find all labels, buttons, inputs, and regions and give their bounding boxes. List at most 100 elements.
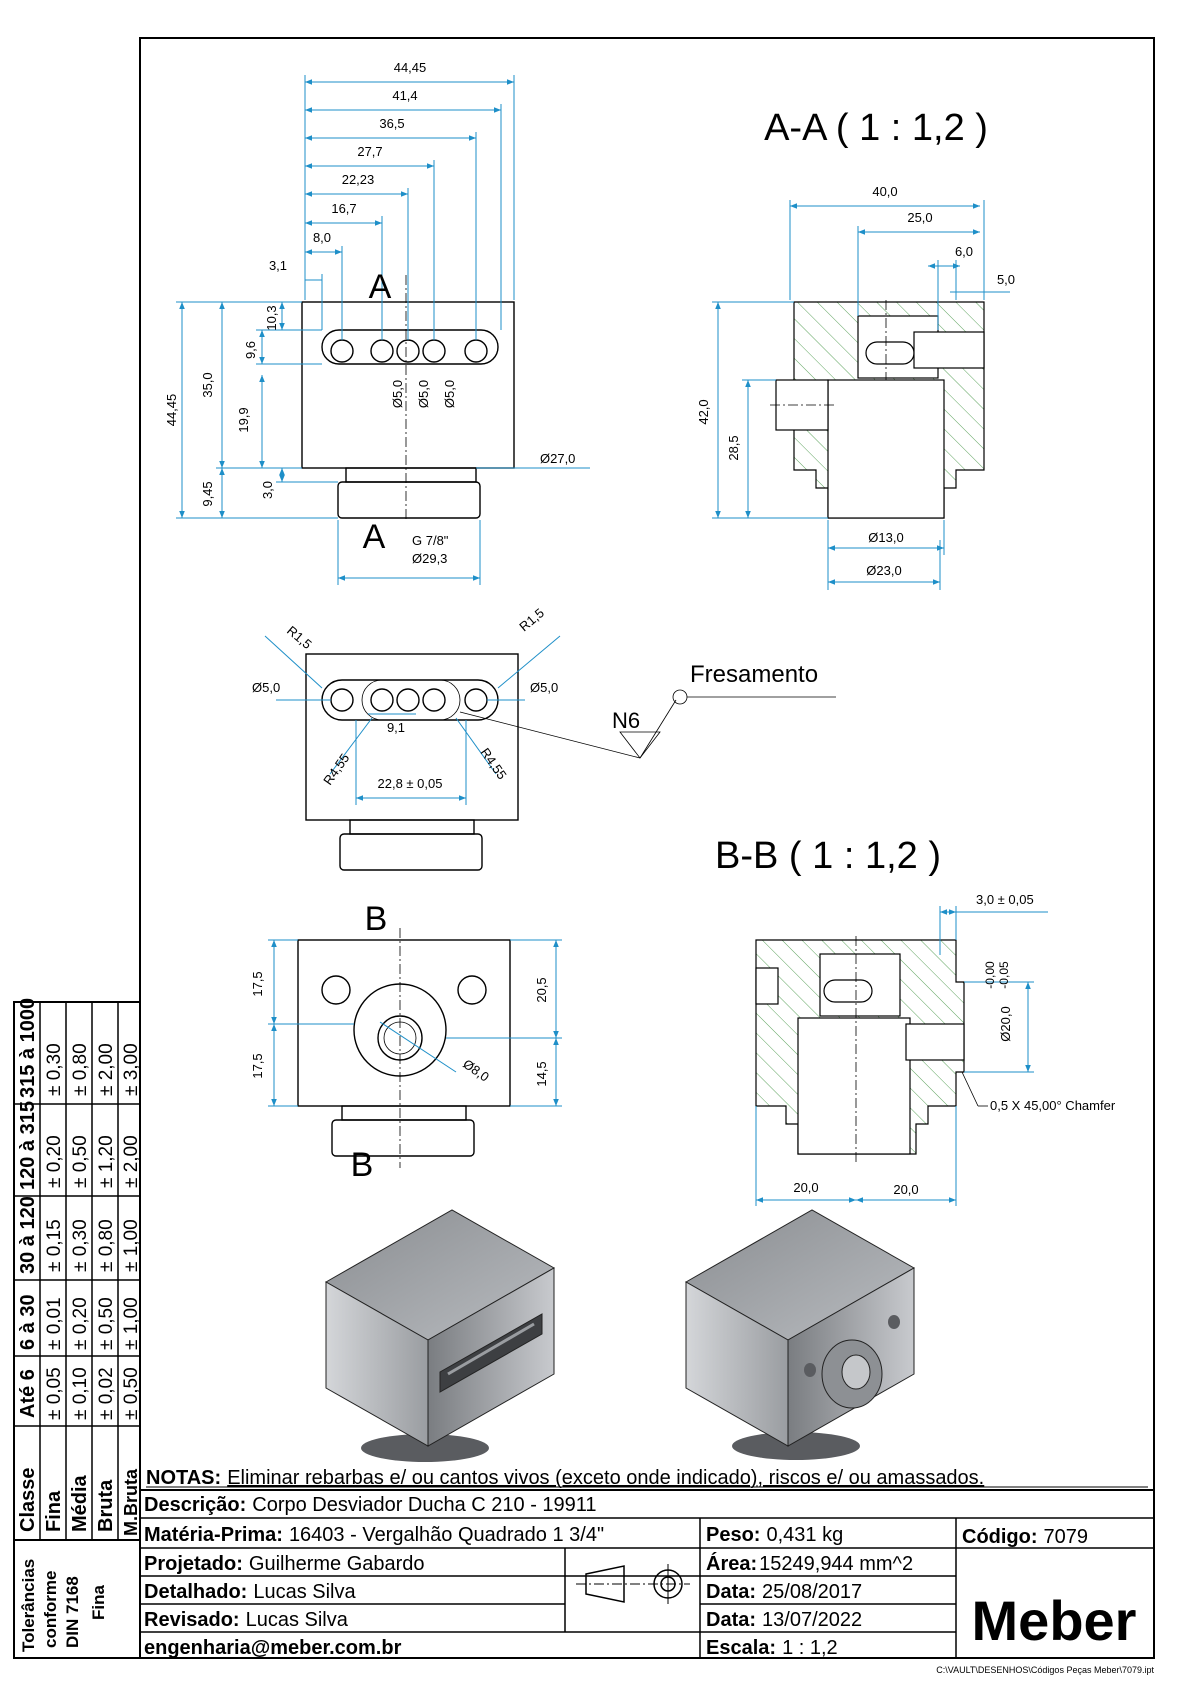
cut-label-a-top: A (369, 268, 392, 306)
tol-val-4-1: ± 0,80 (70, 1043, 91, 1096)
tol-val-3-1: ± 0,50 (70, 1135, 91, 1188)
tol-val-0-1: ± 0,10 (70, 1367, 91, 1420)
svg-text:Projetado:Guilherme Gabardo: Projetado:Guilherme Gabardo (144, 1553, 425, 1575)
tol-val-2-0: ± 0,15 (44, 1219, 65, 1272)
tol-val-2-2: ± 0,80 (96, 1219, 117, 1272)
dim-w7: 8,0 (313, 230, 331, 245)
data2-value: 13/07/2022 (762, 1609, 862, 1631)
svg-text:Detalhado:Lucas Silva: Detalhado:Lucas Silva (144, 1581, 356, 1603)
bv-h2: 17,5 (250, 1053, 265, 1078)
dim-hole3: Ø5,0 (442, 380, 457, 408)
finish-grade: N6 (612, 708, 640, 733)
dim-hole2: Ø5,0 (416, 380, 431, 408)
tol-side-4: Fina (89, 1585, 108, 1620)
tol-val-3-2: ± 1,20 (96, 1135, 117, 1188)
tol-range-4: 315 à 1000 (17, 998, 39, 1098)
detalhado-value: Lucas Silva (253, 1581, 356, 1603)
tol-side-1: Tolerâncias (19, 1559, 38, 1652)
codigo-label: Código: (962, 1526, 1038, 1548)
svg-text:Código:7079: Código: 7079 (962, 1526, 1088, 1548)
section-bb: B-B ( 1 : 1,2 ) 3,0 ± 0,05 Ø20,0 -0,00 -… (715, 835, 1116, 1206)
aa-w-a: 6,0 (955, 244, 973, 259)
revisado-label: Revisado: (144, 1609, 240, 1631)
projetado-value: Guilherme Gabardo (249, 1553, 425, 1575)
aa-bore1: Ø13,0 (868, 530, 903, 545)
svg-text:Data:25/08/2017: Data: 25/08/2017 (706, 1581, 862, 1603)
finish-note: Fresamento (690, 661, 818, 688)
slot-hole-left: Ø5,0 (252, 680, 280, 695)
tol-val-1-0: ± 0,01 (44, 1297, 65, 1350)
bottom-view: 17,5 17,5 20,5 14,5 Ø8,0 B B (250, 900, 562, 1184)
escala-value: 1 : 1,2 (782, 1637, 838, 1659)
svg-text:Descrição:Corpo Desviador Duch: Descrição:Corpo Desviador Ducha C 210 - … (144, 1494, 597, 1516)
cut-label-b-top: B (365, 900, 388, 938)
aa-w-total: 40,0 (872, 184, 897, 199)
bb-top: 3,0 ± 0,05 (976, 892, 1034, 907)
front-view: 44,45 41,4 36,5 27,7 22,23 16,7 8,0 3,1 … (164, 60, 590, 585)
slot-hole-right: Ø5,0 (530, 680, 558, 695)
email: engenharia@meber.com.br (144, 1637, 402, 1659)
dim-w6: 16,7 (331, 201, 356, 216)
dim-w8: 3,1 (269, 258, 287, 273)
codigo-value: 7079 (1044, 1526, 1089, 1548)
tol-val-2-1: ± 0,30 (70, 1219, 91, 1272)
svg-text:Escala:1 : 1,2: Escala: 1 : 1,2 (706, 1637, 838, 1659)
file-path: C:\VAULT\DESENHOS\Códigos Peças Meber\70… (936, 1665, 1154, 1675)
peso-value: 0,431 kg (766, 1524, 843, 1546)
tol-val-0-3: ± 0,50 (121, 1367, 142, 1420)
dim-h-neck: 3,0 (260, 481, 275, 499)
title-block: NOTAS:Eliminar rebarbas e/ ou cantos viv… (140, 1467, 1154, 1675)
tol-header: Classe (17, 1468, 39, 1533)
escala-label: Escala: (706, 1637, 776, 1659)
front-dims: 44,45 41,4 36,5 27,7 22,23 16,7 8,0 3,1 … (164, 60, 590, 585)
section-aa-title: A-A ( 1 : 1,2 ) (764, 107, 988, 149)
aa-bore2: Ø23,0 (866, 563, 901, 578)
dim-h-body: 35,0 (200, 372, 215, 397)
dim-h-base: 9,45 (200, 481, 215, 506)
tol-val-3-0: ± 0,20 (44, 1135, 65, 1188)
bb-chamfer: 0,5 X 45,00° Chamfer (990, 1098, 1116, 1113)
area-label: Área: (706, 1552, 757, 1575)
aa-w-b: 5,0 (997, 272, 1015, 287)
bv-bore: Ø8,0 (460, 1056, 492, 1084)
svg-text:Data:13/07/2022: Data: 13/07/2022 (706, 1609, 862, 1631)
tol-range-0: Até 6 (17, 1369, 39, 1418)
projection-symbol-icon (576, 1564, 690, 1604)
bb-w-right: 20,0 (893, 1182, 918, 1197)
tol-val-1-3: ± 1,00 (121, 1297, 142, 1350)
bv-h1: 17,5 (250, 971, 265, 996)
data1-label: Data: (706, 1581, 756, 1603)
tol-val-4-3: ± 3,00 (121, 1043, 142, 1096)
slot-r-left: R1,5 (284, 623, 315, 652)
bv-h3: 20,5 (534, 977, 549, 1002)
tol-val-4-2: ± 2,00 (96, 1043, 117, 1096)
tol-class-media: Média (69, 1474, 91, 1532)
bb-dia: Ø20,0 (998, 1006, 1013, 1041)
materia-label: Matéria-Prima: (144, 1524, 283, 1546)
iso-view-left (324, 1209, 556, 1462)
section-bb-title: B-B ( 1 : 1,2 ) (715, 835, 941, 877)
dim-h-total: 44,45 (164, 394, 179, 427)
dim-w1: 44,45 (394, 60, 427, 75)
tol-class-bruta: Bruta (95, 1479, 117, 1532)
meber-logo: Meber (972, 1589, 1137, 1652)
data2-label: Data: (706, 1609, 756, 1631)
data1-value: 25/08/2017 (762, 1581, 862, 1603)
svg-text:Área:15249,944 mm^2: Área:15249,944 mm^2 (706, 1552, 913, 1575)
surface-finish-symbol: N6 Fresamento (459, 661, 836, 759)
slot-len: 22,8 ± 0,05 (378, 776, 443, 791)
tolerance-table: Classe Fina Média Bruta M.Bruta Até 6 ± … (13, 998, 142, 1659)
slot-pitch: 9,1 (387, 720, 405, 735)
tol-class-mbruta: M.Bruta (121, 1468, 141, 1536)
cut-label-a-bottom: A (363, 518, 386, 556)
area-value: 15249,944 mm^2 (759, 1553, 913, 1575)
slot-r-slot-left: R4,55 (320, 751, 352, 788)
aa-h-total: 42,0 (696, 399, 711, 424)
tol-val-0-2: ± 0,02 (96, 1367, 117, 1420)
dim-neck-dia: Ø27,0 (540, 451, 575, 466)
tol-range-1: 6 à 30 (17, 1294, 39, 1350)
peso-label: Peso: (706, 1524, 760, 1546)
tol-class-fina: Fina (43, 1490, 65, 1532)
dim-w3: 36,5 (379, 116, 404, 131)
